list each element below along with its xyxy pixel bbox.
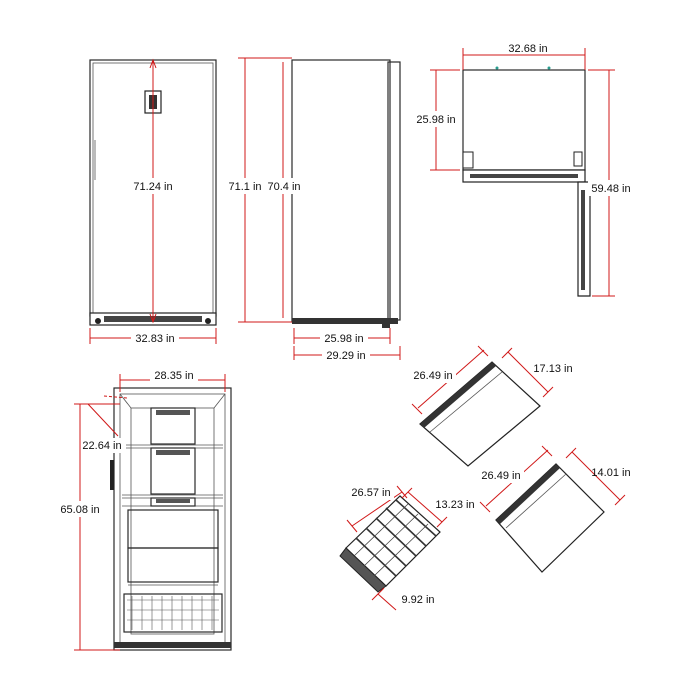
shelf-small-width-label: 14.01 in bbox=[591, 467, 630, 479]
interior-drawer-lower bbox=[127, 547, 219, 583]
shelf-large: 26.49 in 17.13 in bbox=[410, 345, 573, 467]
shelf-small-body bbox=[495, 463, 605, 573]
interior-depth-dimension bbox=[87, 403, 119, 437]
top-view: 32.68 in 25.98 in 59.48 in bbox=[413, 43, 634, 297]
front-height-label: 71.24 in bbox=[133, 181, 172, 193]
shelf-large-depth-label: 26.49 in bbox=[413, 370, 452, 382]
front-height-arrow-bottom bbox=[149, 313, 157, 324]
side-base bbox=[292, 318, 398, 324]
side-overall-height-label: 71.1 in bbox=[228, 181, 261, 193]
front-foot-left bbox=[95, 318, 101, 324]
basket-width-label: 13.23 in bbox=[435, 499, 474, 511]
front-height-arrow-top bbox=[149, 58, 157, 69]
interior-door-bins bbox=[150, 407, 196, 507]
basket: 26.57 in 13.23 in 9.92 in bbox=[339, 485, 475, 611]
front-foot-right bbox=[205, 318, 211, 324]
interior-cabinet bbox=[113, 387, 232, 651]
basket-length-label: 26.57 in bbox=[351, 487, 390, 499]
shelf-small: 26.49 in 14.01 in bbox=[478, 445, 631, 573]
top-handle bbox=[462, 151, 474, 169]
top-hinge bbox=[573, 151, 583, 167]
interior-width-label: 28.35 in bbox=[154, 370, 193, 382]
shelf-large-body bbox=[419, 361, 541, 467]
interior-view: 28.35 in 22.64 in 65.08 in bbox=[56, 368, 232, 651]
shelf-large-width-label: 17.13 in bbox=[533, 363, 572, 375]
side-cabinet-depth-label: 25.98 in bbox=[324, 333, 363, 345]
side-cabinet-height-label: 70.4 in bbox=[267, 181, 300, 193]
front-view: 71.24 in 32.83 in bbox=[89, 58, 217, 346]
basket-front-face bbox=[339, 547, 387, 593]
side-foot bbox=[382, 322, 390, 328]
side-view: 71.1 in 70.4 in 25.98 in 29.29 in bbox=[223, 57, 401, 363]
shelf-small-depth-label: 26.49 in bbox=[481, 470, 520, 482]
side-cabinet bbox=[291, 59, 391, 323]
interior-drawer-upper bbox=[127, 509, 219, 549]
interior-bottom-basket bbox=[123, 593, 223, 633]
interior-height-label: 65.08 in bbox=[60, 504, 99, 516]
top-cabinet bbox=[462, 69, 586, 171]
basket-height-label: 9.92 in bbox=[401, 594, 434, 606]
top-width-label: 32.68 in bbox=[508, 43, 547, 55]
front-width-label: 32.83 in bbox=[135, 333, 174, 345]
side-overall-depth-label: 29.29 in bbox=[326, 350, 365, 362]
interior-depth-label: 22.64 in bbox=[82, 440, 121, 452]
top-depth-label: 25.98 in bbox=[416, 114, 455, 126]
top-open-depth-label: 59.48 in bbox=[591, 183, 630, 195]
